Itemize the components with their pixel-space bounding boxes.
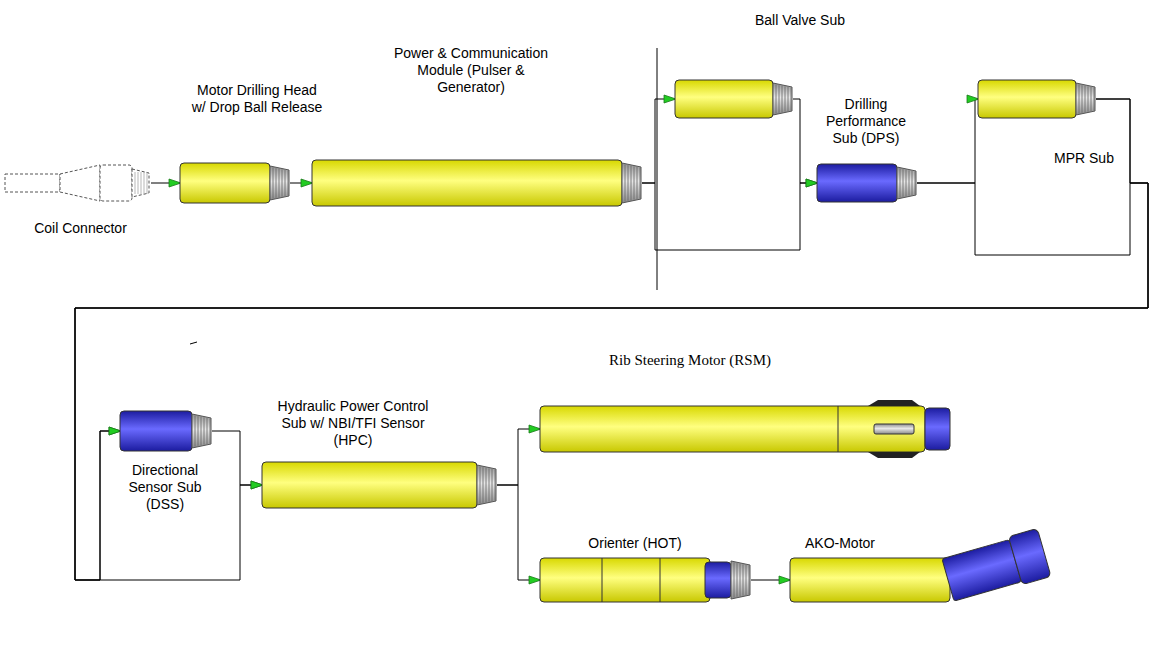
ball-valve-sub-shape — [675, 80, 793, 118]
part-label: Directional Sensor Sub (DSS) — [118, 462, 212, 513]
hydraulic-power-control-sub-shape — [262, 462, 497, 508]
part-label: Coil Connector — [18, 220, 143, 237]
power-module-shape — [312, 160, 642, 206]
mpr-sub: MPR Sub — [978, 80, 1096, 118]
orienter: Orienter (HOT) — [540, 558, 751, 602]
motor-drilling-head: Motor Drilling Head w/ Drop Ball Release — [180, 163, 290, 203]
mpr-sub-shape — [978, 80, 1096, 118]
flow-connector — [642, 99, 675, 183]
coil-connector-shape — [5, 160, 151, 206]
drilling-performance-sub-shape — [817, 164, 917, 202]
directional-sensor-sub: Directional Sensor Sub (DSS) — [120, 411, 212, 451]
part-label: Drilling Performance Sub (DPS) — [820, 96, 912, 147]
divider-line — [657, 48, 658, 290]
part-label: AKO-Motor — [790, 535, 890, 552]
flow-connector — [75, 183, 1148, 580]
rib-steering-motor: Rib Steering Motor (RSM) — [540, 406, 950, 452]
flow-connector — [75, 99, 1148, 580]
rib-steering-motor-shape — [540, 406, 950, 452]
flow-connector — [751, 580, 790, 581]
flow-connector — [497, 485, 540, 580]
part-label: MPR Sub — [1045, 150, 1123, 167]
flow-connector — [497, 429, 540, 485]
part-label: Orienter (HOT) — [570, 535, 700, 552]
stray-mark — [190, 342, 197, 344]
flow-connector — [151, 183, 180, 184]
coil-connector: Coil Connector — [5, 160, 151, 206]
flow-connector — [642, 183, 817, 250]
part-label: Power & Communication Module (Pulser & G… — [385, 45, 557, 96]
flow-connector — [75, 99, 1148, 580]
power-module: Power & Communication Module (Pulser & G… — [312, 160, 642, 206]
part-label: Motor Drilling Head w/ Drop Ball Release — [190, 82, 324, 116]
part-label: Ball Valve Sub — [735, 12, 865, 29]
flow-connector — [917, 99, 978, 183]
flow-connector — [212, 431, 262, 485]
part-label: Rib Steering Motor (RSM) — [540, 352, 840, 369]
ball-valve-sub: Ball Valve Sub — [675, 80, 793, 118]
flow-connector — [793, 99, 817, 183]
directional-sensor-sub-shape — [120, 411, 212, 451]
drilling-performance-sub: Drilling Performance Sub (DPS) — [817, 164, 917, 202]
orienter-shape — [540, 558, 751, 602]
hydraulic-power-control-sub: Hydraulic Power Control Sub w/ NBI/TFI S… — [262, 462, 497, 508]
motor-drilling-head-shape — [180, 163, 290, 203]
part-label: Hydraulic Power Control Sub w/ NBI/TFI S… — [264, 398, 442, 449]
ako-motor: AKO-Motor — [790, 558, 1055, 602]
flow-connector — [290, 183, 312, 184]
ako-motor-shape — [790, 558, 1055, 602]
